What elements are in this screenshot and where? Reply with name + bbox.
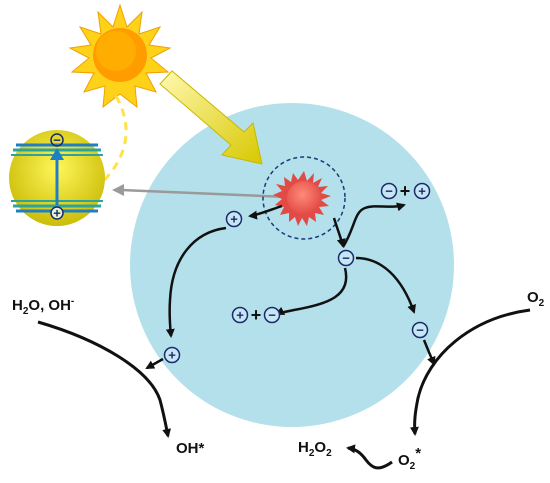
electron-symbol: −: [385, 184, 393, 199]
core-to-inset-arrow: [112, 184, 289, 199]
electron-near-core: −: [337, 249, 355, 267]
core-dashed-shell: [262, 156, 346, 240]
label-h2o2: H2O2: [298, 439, 332, 459]
arrow-water-to-oh-radical: [37, 320, 172, 438]
recombination-pair-left: + + −: [231, 305, 281, 325]
electron-symbol: −: [416, 323, 424, 338]
electron-at-surface: −: [411, 321, 429, 339]
core-nanoparticle: [273, 171, 331, 226]
photocatalyst-particle: [130, 103, 454, 427]
arrow-electron-migration: [355, 256, 416, 314]
label-o2: O2: [527, 289, 545, 309]
arrow-electron-to-recombination-right: [341, 202, 406, 248]
electron-symbol: −: [342, 251, 350, 266]
arrow-o2-to-o2-radical: [409, 308, 531, 436]
recombination-pair-right: − + +: [380, 181, 431, 201]
hole-at-surface: +: [163, 346, 181, 364]
inset-electron-symbol: −: [53, 133, 61, 148]
electron-symbol: −: [268, 308, 276, 323]
recombination-plus: +: [251, 305, 262, 325]
label-o2-radical: O2*: [398, 445, 421, 472]
label-oh-radical: OH*: [176, 440, 205, 457]
arrow-core-to-electron: [332, 217, 346, 248]
arrow-core-to-hole: [248, 204, 283, 220]
inset-electron: −: [50, 133, 64, 148]
arrow-hole-migration: [165, 226, 227, 338]
band-gap-inset-icon: [9, 130, 105, 226]
light-beam-arrow-icon: [159, 70, 263, 165]
inset-hole: +: [50, 206, 64, 221]
label-h2o-oh: H2O, OH-: [12, 296, 74, 317]
sun-icon: [68, 3, 172, 109]
hole-symbol: +: [168, 348, 176, 363]
hole-symbol: +: [236, 308, 244, 323]
recombination-plus: +: [400, 181, 411, 201]
arrow-hole-to-surface: [145, 357, 164, 370]
arrow-electron-to-recombination-left: [275, 267, 348, 316]
hole-symbol: +: [418, 184, 426, 199]
inset-hole-symbol: +: [53, 206, 61, 221]
hole-symbol: +: [230, 212, 238, 227]
hole-near-core: +: [225, 210, 243, 228]
arrow-o2-radical-to-h2o2: [346, 444, 393, 470]
